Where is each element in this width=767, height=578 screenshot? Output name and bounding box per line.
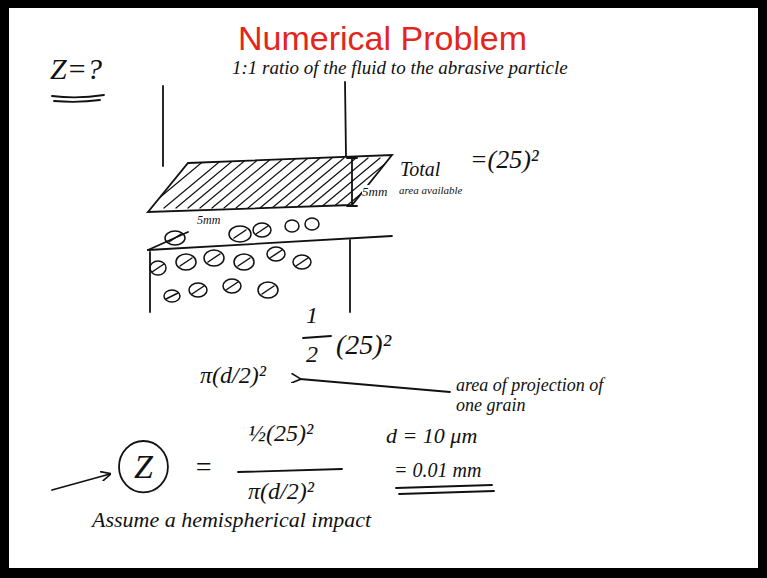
circle-outline: [119, 441, 168, 492]
note: Total: [400, 158, 440, 180]
equation: π(d/2)²: [248, 478, 314, 504]
underline: [52, 95, 104, 97]
underline: [396, 485, 492, 488]
abrasive-particles: [150, 218, 319, 302]
slide-title: Numerical Problem: [238, 20, 527, 57]
fraction-part: 1: [306, 302, 318, 328]
note: 1:1 ratio of the fluid to the abrasive p…: [232, 58, 568, 79]
node-text: Z: [134, 448, 153, 485]
assumption-note: Assume a hemispherical impact: [92, 508, 371, 532]
given-value: d = 10 μm: [386, 424, 477, 448]
equation: =(25)²: [470, 146, 539, 175]
housing-wall: [349, 240, 351, 312]
equation: (25)²: [336, 330, 391, 361]
circled-term: Z: [118, 440, 169, 493]
pointer-arrow: [52, 474, 110, 490]
plate-hatching: [140, 150, 404, 208]
note: area of projection of one grain: [456, 376, 606, 416]
given-value: = 0.01 mm: [394, 459, 481, 481]
fraction-bar: [238, 469, 342, 472]
housing-wall: [162, 86, 164, 166]
dimension: 5mm: [362, 185, 387, 199]
dimension: 5mm: [197, 214, 220, 227]
workpiece-surface: [148, 232, 188, 250]
tool-plate: [148, 155, 392, 212]
slide-ground: [9, 8, 758, 568]
equation: =: [194, 452, 213, 483]
housing-wall: [149, 252, 151, 312]
note: area available: [399, 184, 462, 196]
fraction-part: 2: [306, 341, 318, 367]
unknown-term: Z=?: [50, 52, 102, 85]
equation: π(d/2)²: [200, 362, 266, 388]
leader-arrow: [300, 379, 450, 392]
equation: ½(25)²: [248, 420, 313, 446]
dimension-bracket: [347, 158, 357, 206]
underline: [399, 491, 494, 494]
housing-wall: [345, 82, 346, 156]
fraction-bar: [303, 336, 331, 338]
underline: [54, 100, 100, 102]
